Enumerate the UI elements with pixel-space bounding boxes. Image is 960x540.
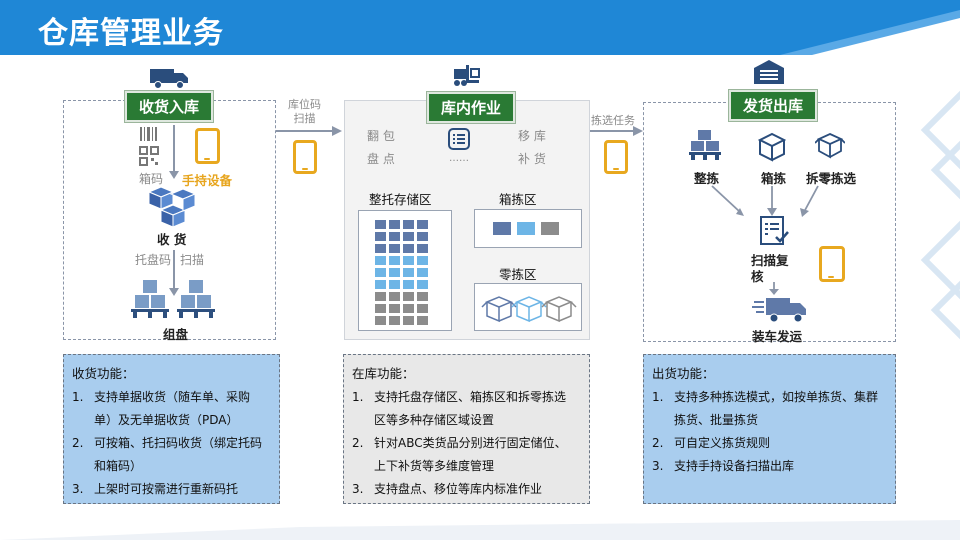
pick-converge-arrows (711, 185, 819, 217)
item-line: 支持多种拣选模式，如按单拣货、集群 (674, 390, 879, 404)
inventory-label: 库内作业 (427, 92, 516, 123)
arrow1-line1: 库位码 (288, 98, 321, 111)
receiving-info-title: 收货功能： (72, 366, 135, 381)
arrow2-icon (590, 126, 643, 136)
arrow2-text: 拣选任务 (591, 114, 635, 127)
shipping-label: 发货出库 (729, 90, 818, 121)
inventory-info-box: 在库功能： 1. 支持托盘存储区、箱拣区和拆零拣选区等多种存储区域设置 2. 针对A… (343, 354, 590, 504)
inventory-info-title: 在库功能： (352, 366, 415, 381)
inventory-info-item: 1. 支持托盘存储区、箱拣区和拆零拣选区等多种存储区域设置 (352, 386, 581, 432)
item-line: 支持手持设备扫描出库 (674, 459, 795, 473)
item-line: 针对ABC类货品分别进行固定储位、 (374, 436, 567, 450)
piece-pick-icon (815, 133, 845, 159)
shipping-tablet-icon (819, 246, 845, 282)
item-line: 可按箱、托扫码收货（绑定托码 (94, 436, 263, 450)
header-bar: 仓库管理业务 (0, 0, 960, 55)
arrow2-tablet-icon (604, 140, 628, 174)
pallet-code-label: 托盘码 (135, 253, 172, 267)
shipping-info-item: 3. 支持手持设备扫描出库 (652, 455, 887, 478)
load-ship-label: 装车发运 (752, 329, 803, 344)
whole-pick-label: 整拣 (694, 171, 720, 186)
item-number: 1. (352, 390, 364, 404)
receiving-label: 收货入库 (125, 91, 214, 122)
pallet-zone-title: 整托存储区 (369, 192, 432, 207)
receiving-info-item: 1. 支持单据收货（随车单、采购单）及无单据收货（PDA） (72, 386, 271, 432)
shipping-info-item: 1. 支持多种拣选模式，如按单拣货、集群拣货、批量拣货 (652, 386, 887, 432)
item-number: 3. (652, 459, 664, 473)
box-pick-label: 箱拣 (761, 171, 787, 186)
piece-zone-frame (474, 283, 582, 331)
ship-flow-arrow (769, 282, 779, 295)
handheld-label: 手持设备 (182, 173, 233, 188)
arrow1-line2: 扫描 (293, 112, 316, 125)
item-line: 和箱码） (94, 459, 143, 473)
warehouse-icon (754, 60, 784, 84)
more-ops-dots: …… (449, 153, 469, 164)
list-icon (448, 128, 470, 150)
scan-check-line1: 扫描复 (751, 253, 789, 268)
item-line: 拣货、批量拣货 (674, 413, 759, 427)
arrow1-tablet-icon (293, 140, 317, 174)
piece-zone-boxes (481, 296, 577, 323)
item-line: 区等多种存储区域设置 (374, 413, 495, 427)
scan-label: 扫描 (180, 253, 205, 267)
item-line: 可自定义拣货规则 (674, 436, 771, 450)
box-zone-slots (493, 222, 559, 235)
arrow1-text: 库位码 扫描 (288, 98, 321, 126)
op-replenish-label: 补 货 (518, 152, 546, 166)
scan-check-line2: 核 (751, 269, 764, 284)
shipping-info-title: 出货功能： (652, 366, 715, 381)
box-code-label: 箱码 (139, 172, 164, 186)
item-number: 2. (72, 436, 84, 450)
item-number: 3. (352, 482, 364, 496)
receiving-info-item: 3. 上架时可按需进行重新码托 (72, 478, 271, 501)
op-move-label: 移 库 (518, 129, 546, 143)
piece-pick-label: 拆零拣选 (806, 171, 857, 186)
piece-zone-title: 零拣区 (499, 267, 537, 282)
inventory-info-item: 2. 针对ABC类货品分别进行固定储位、上下补货等多维度管理 (352, 432, 581, 478)
receive-label: 收 货 (157, 232, 187, 247)
bottom-strip (0, 520, 960, 540)
item-number: 3. (72, 482, 84, 496)
box-pick-icon (758, 132, 786, 162)
scan-check-text: 扫描复 核 (751, 253, 789, 285)
whole-pick-icon (689, 130, 721, 160)
checklist-icon (760, 216, 789, 245)
item-line: 支持盘点、移位等库内标准作业 (374, 482, 543, 496)
shipping-info-box: 出货功能： 1. 支持多种拣选模式，如按单拣货、集群拣货、批量拣货 2. 可自定义拣… (643, 354, 896, 504)
item-number: 1. (652, 390, 664, 404)
item-line: 上下补货等多维度管理 (374, 459, 495, 473)
decorative-pattern (920, 90, 960, 340)
pallet-zone-grid (375, 220, 428, 325)
header-background (0, 0, 960, 55)
item-line: 支持单据收货（随车单、采购 (94, 390, 251, 404)
delivery-truck-icon (752, 298, 806, 323)
barcode-icon (140, 127, 157, 141)
pallet-stack-icon (131, 280, 215, 318)
receiving-info-box: 收货功能： 1. 支持单据收货（随车单、采购单）及无单据收货（PDA） 2. 可按箱… (63, 354, 280, 504)
receiving-flow-arrow (169, 125, 179, 296)
op-flip-label: 翻 包 (367, 129, 395, 143)
item-line: 单）及无单据收货（PDA） (94, 413, 239, 427)
item-line: 上架时可按需进行重新码托 (94, 482, 239, 496)
box-zone-frame (474, 209, 582, 248)
qr-code-icon (139, 146, 159, 166)
item-number: 2. (652, 436, 664, 450)
item-number: 1. (72, 390, 84, 404)
op-count-label: 盘 点 (367, 152, 395, 166)
handheld-device-icon (195, 128, 220, 164)
box-zone-title: 箱拣区 (499, 192, 537, 207)
pallet-zone-frame (358, 210, 452, 331)
assemble-label: 组盘 (163, 327, 189, 342)
item-line: 支持托盘存储区、箱拣区和拆零拣选 (374, 390, 567, 404)
forklift-icon (454, 65, 480, 86)
shipping-info-item: 2. 可自定义拣货规则 (652, 432, 887, 455)
truck-icon (150, 69, 188, 89)
arrow1-icon (276, 126, 342, 136)
page-title: 仓库管理业务 (38, 16, 224, 51)
receiving-info-item: 2. 可按箱、托扫码收货（绑定托码和箱码） (72, 432, 271, 478)
boxes-icon (147, 186, 197, 228)
item-number: 2. (352, 436, 364, 450)
inventory-info-item: 3. 支持盘点、移位等库内标准作业 (352, 478, 581, 501)
